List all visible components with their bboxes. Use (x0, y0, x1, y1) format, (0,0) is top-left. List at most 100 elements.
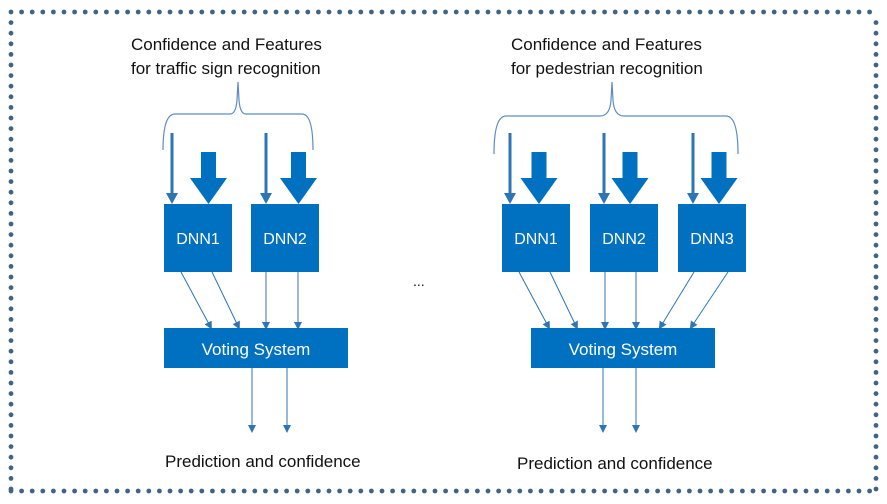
border-dot (824, 9, 830, 15)
border-dot (873, 147, 879, 153)
border-dot (188, 488, 194, 494)
border-dot (873, 295, 879, 301)
border-dot (8, 83, 14, 89)
left-title-line2: for traffic sign recognition (131, 59, 321, 78)
border-dot (210, 488, 215, 494)
border-dot (506, 488, 512, 494)
right-dnn2-box (590, 204, 658, 272)
border-dot (873, 200, 879, 206)
border-dot (8, 454, 14, 460)
border-dot (835, 9, 841, 15)
border-dot (326, 488, 332, 494)
right-dnn3-box (678, 204, 746, 272)
border-dot (873, 285, 879, 290)
border-dot (8, 285, 14, 290)
border-dot (873, 401, 879, 407)
border-dot (591, 488, 597, 494)
border-dot (729, 488, 735, 494)
right-voting-label: Voting System (569, 340, 678, 359)
border-dot (210, 9, 215, 15)
left-connector (180, 271, 212, 330)
border-dot (873, 41, 879, 47)
border-dot (8, 62, 14, 68)
border-dot (8, 147, 14, 153)
left-dnn1-label: DNN1 (176, 231, 220, 248)
border-dot (708, 488, 713, 494)
border-dot (305, 488, 311, 494)
border-dot (873, 454, 879, 460)
border-dot (19, 488, 24, 494)
left-dnn1-feature-arrow (190, 152, 227, 204)
dotted-border (8, 9, 879, 494)
border-dot (93, 9, 99, 15)
right-title-line1: Confidence and Features (511, 35, 702, 54)
border-dot (220, 488, 226, 494)
border-dot (8, 264, 14, 269)
border-dot (655, 488, 660, 494)
border-dot (157, 9, 162, 15)
border-dot (873, 158, 879, 163)
border-dot (29, 9, 35, 15)
border-dot (873, 317, 879, 322)
right-dnn2-feature-arrow (611, 152, 649, 204)
border-dot (19, 9, 24, 15)
border-dot (167, 9, 173, 15)
border-dot (867, 488, 872, 494)
border-dot (178, 488, 184, 494)
left-dnn2-box (251, 204, 319, 272)
border-dot (347, 488, 353, 494)
border-dot (873, 274, 879, 280)
border-dot (422, 488, 427, 494)
border-dot (771, 9, 777, 15)
border-dot (824, 488, 830, 494)
border-dot (496, 488, 501, 494)
border-dot (873, 136, 879, 142)
border-dot (358, 488, 364, 494)
border-dot (873, 189, 879, 195)
border-dot (873, 105, 879, 110)
border-dot (51, 488, 56, 494)
border-dot (326, 9, 332, 15)
border-dot (835, 488, 841, 494)
border-dot (528, 488, 533, 494)
border-dot (8, 20, 14, 25)
border-dot (8, 221, 14, 227)
border-dot (8, 253, 14, 259)
border-dot (873, 168, 879, 174)
border-dot (873, 486, 879, 492)
border-dot (8, 189, 14, 195)
border-dot (549, 9, 554, 15)
border-dot (453, 9, 459, 15)
border-dot (8, 380, 14, 386)
left-connector (211, 271, 240, 330)
border-dot (867, 9, 872, 15)
border-dot (305, 9, 311, 15)
border-dot (591, 9, 597, 15)
border-dot (782, 488, 788, 494)
border-dot (8, 370, 14, 375)
border-dot (873, 30, 879, 36)
border-dot (873, 412, 879, 418)
border-dot (559, 488, 565, 494)
border-dot (252, 9, 258, 15)
border-dot (167, 488, 173, 494)
border-dot (146, 488, 152, 494)
border-dot (400, 488, 406, 494)
border-dot (612, 9, 618, 15)
border-dot (665, 488, 671, 494)
border-dot (856, 488, 862, 494)
border-dot (104, 9, 109, 15)
left-group: Confidence and Features for traffic sign… (131, 35, 361, 471)
border-dot (873, 242, 879, 248)
border-dot (873, 179, 879, 185)
border-dot (379, 9, 385, 15)
border-dot (135, 9, 141, 15)
border-dot (782, 9, 788, 15)
border-dot (873, 253, 879, 259)
border-dot (729, 9, 735, 15)
border-dot (8, 200, 14, 206)
right-dnn2-label: DNN2 (602, 231, 646, 248)
border-dot (379, 488, 385, 494)
border-dot (220, 9, 226, 15)
